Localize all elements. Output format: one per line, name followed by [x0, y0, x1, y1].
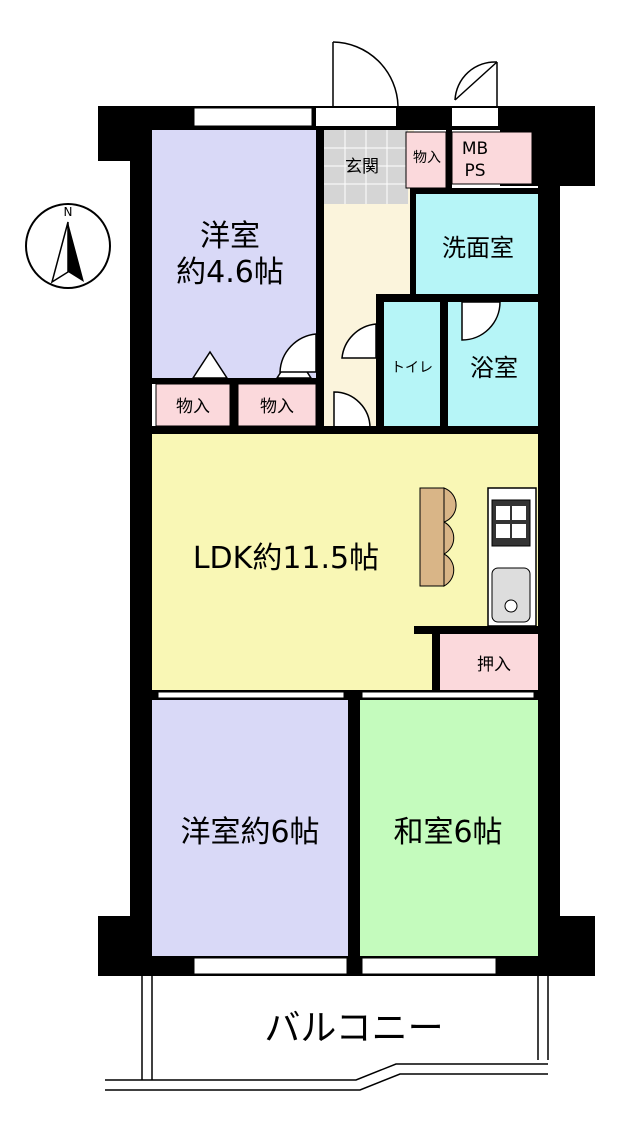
- storage-left-2-label: 物入: [260, 397, 294, 417]
- wall-between-bedrooms: [348, 700, 360, 956]
- bathroom-door-swing: [461, 301, 501, 341]
- wall-washroom-top: [410, 188, 538, 194]
- japanese-room: [360, 700, 538, 956]
- japanese-room-label: 和室6帖: [393, 815, 502, 850]
- entrance-label: 玄関: [345, 157, 379, 177]
- closet-door-mark-1: [191, 350, 229, 379]
- toilet-label: トイレ: [391, 360, 433, 376]
- bathroom-label: 浴室: [470, 354, 518, 382]
- closet-label: 押入: [477, 655, 511, 675]
- ldk-label: LDK約11.5帖: [193, 541, 379, 576]
- storage-left-1-label: 物入: [176, 397, 210, 417]
- wall-toilet-right: [440, 302, 448, 428]
- western-room-2: [152, 700, 348, 956]
- wall-divider-storage: [230, 378, 238, 426]
- wall-washroom-left: [410, 194, 416, 294]
- entrance-door-swing: [332, 41, 498, 107]
- balcony-label: バルコニー: [264, 1008, 443, 1049]
- north-arrow-fill-icon: [68, 222, 84, 282]
- storage-entrance-label: 物入: [413, 150, 441, 166]
- toilet-door-swing: [341, 323, 377, 359]
- wall-above-bedrooms: [152, 690, 538, 700]
- wall-above-ldk: [152, 426, 538, 434]
- mbps-label-1: MB: [462, 139, 488, 159]
- western-1-door-swing: [279, 333, 317, 373]
- wall-right-western-1: [316, 130, 324, 430]
- wall-mbps-left: [446, 130, 452, 188]
- wall-closet-left: [432, 634, 440, 692]
- sliding-door-2: [361, 691, 535, 699]
- western-room-1-size: 約4.6帖: [176, 255, 284, 290]
- washroom-label: 洗面室: [442, 234, 514, 262]
- mbps: [451, 131, 533, 185]
- entrance-tile-grid: [324, 130, 408, 204]
- wall-washroom-bottom: [376, 294, 538, 302]
- wall-toilet-left: [376, 302, 384, 428]
- storage-entrance: [405, 131, 447, 189]
- kitchen-counter: [419, 487, 457, 587]
- toilet: [384, 302, 440, 426]
- stove-icon: [491, 499, 531, 547]
- sliding-door-1: [157, 691, 345, 699]
- balcony: [105, 976, 549, 1091]
- washroom: [416, 194, 538, 294]
- western-room-1: [152, 130, 322, 380]
- closet: [440, 634, 538, 690]
- windows: [193, 107, 498, 975]
- wall-closet-top: [414, 626, 538, 634]
- storage-left-1: [155, 383, 231, 427]
- mbps-label-2: PS: [464, 161, 485, 181]
- western-room-2-label: 洋室約6帖: [180, 815, 319, 850]
- western-room-1-name: 洋室: [200, 219, 260, 254]
- storage-left-2: [237, 383, 317, 427]
- compass-north-label: N: [64, 205, 73, 219]
- sink-icon: [491, 567, 531, 623]
- compass: N: [25, 203, 111, 289]
